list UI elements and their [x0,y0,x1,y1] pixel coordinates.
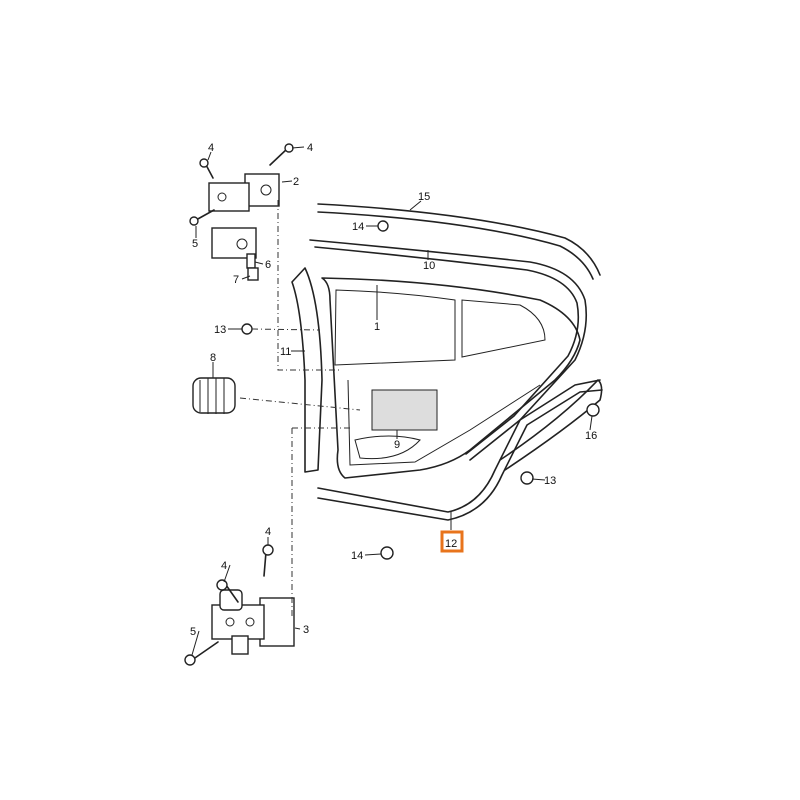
callout-10: 10 [423,260,435,272]
callout-9: 9 [394,439,400,451]
callout-13: 13 [544,475,556,487]
callout-16: 16 [585,430,597,442]
callout-5: 5 [190,626,196,638]
callout-13: 13 [214,324,226,336]
window-seal-part [309,239,588,461]
callout-3: 3 [303,624,309,636]
clip-right-part [520,471,534,485]
callout-15: 15 [418,191,430,203]
callout-14: 14 [351,550,363,562]
upper-hinge-part [208,173,280,259]
callout-2: 2 [293,176,299,188]
door-seal-part [317,379,601,513]
highlight-box [440,530,464,553]
callout-12-highlighted[interactable]: 12 [445,538,457,550]
callout-4: 4 [221,560,227,572]
callout-8: 8 [210,352,216,364]
callout-4: 4 [208,142,214,154]
clip-left-part [241,323,253,335]
clip-top-part [377,220,389,232]
callout-4: 4 [307,142,313,154]
membrane-part [371,389,438,431]
callout-7: 7 [233,274,239,286]
roof-seal-part [317,203,601,276]
plug-part [586,403,600,417]
clip-bottom-part [380,546,394,560]
callout-6: 6 [265,259,271,271]
grommet-part [192,377,236,414]
callout-4: 4 [265,526,271,538]
pillar-seal-part [291,267,323,473]
door-part [321,277,581,479]
callout-11: 11 [280,346,291,358]
callout-14: 14 [352,221,364,233]
callout-1: 1 [374,321,380,333]
lower-hinge-part [211,589,295,655]
callout-5: 5 [192,238,198,250]
